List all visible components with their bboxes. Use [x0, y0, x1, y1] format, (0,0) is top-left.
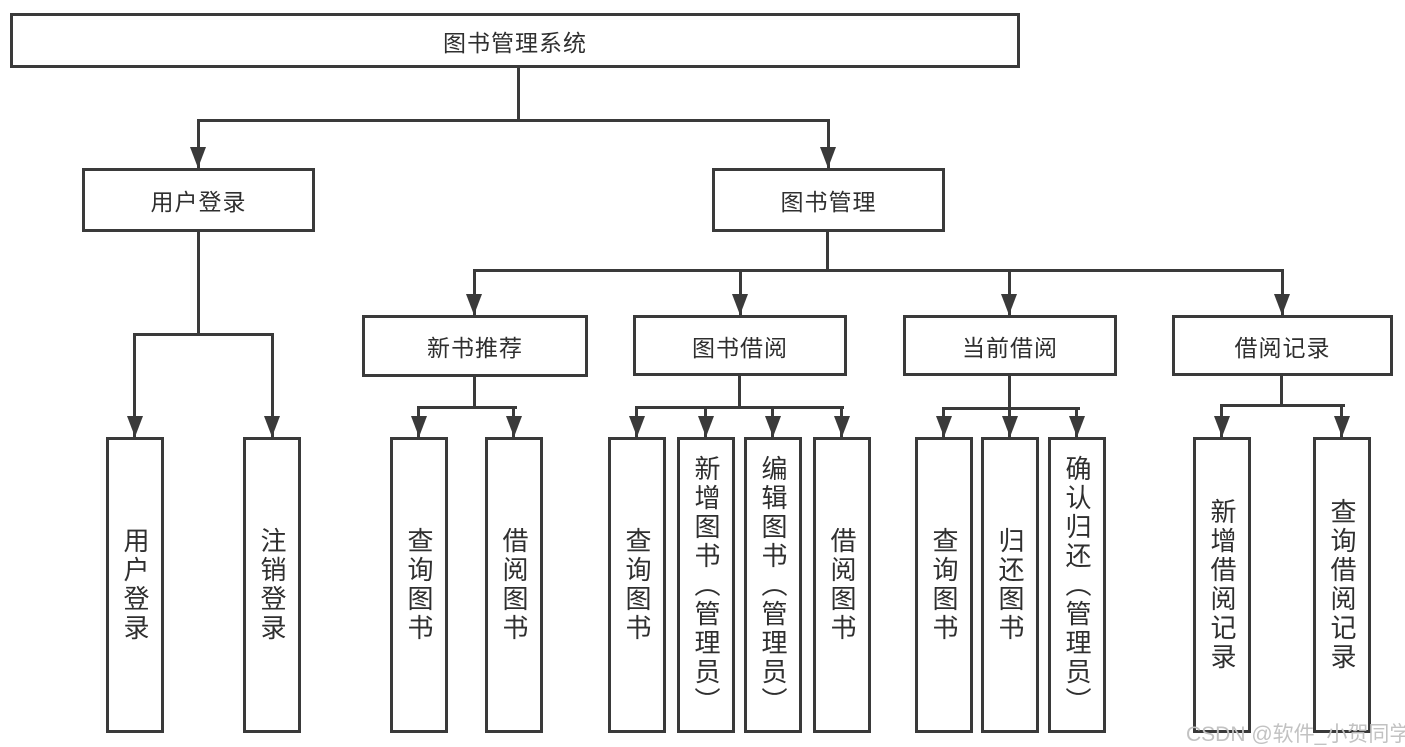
connector-line	[197, 232, 200, 336]
connector-line	[739, 269, 742, 315]
arrowhead	[1214, 416, 1230, 437]
arrowhead	[820, 147, 836, 168]
node-current-borrow-label: 当前借阅	[962, 334, 1058, 361]
leaf-query-books-current-label: 查询图书	[929, 527, 959, 643]
connector-line	[473, 269, 1284, 272]
arrowhead	[127, 416, 143, 437]
arrowhead	[765, 416, 781, 437]
connector-line	[1008, 269, 1011, 315]
leaf-borrow-books-recommend: 借阅图书	[485, 437, 543, 733]
node-new-book-recommend-label: 新书推荐	[427, 335, 523, 361]
connector-line	[133, 333, 274, 336]
arrowhead	[698, 416, 714, 437]
node-borrow-records-label: 借阅记录	[1234, 334, 1331, 361]
leaf-add-books-admin-label: 新增图书（管理员）	[691, 454, 721, 716]
arrowhead	[466, 294, 482, 315]
arrowhead	[936, 416, 952, 437]
leaf-add-borrow-record: 新增借阅记录	[1193, 437, 1251, 733]
connector-line	[197, 119, 200, 168]
connector-line	[1280, 376, 1283, 407]
arrowhead	[834, 416, 850, 437]
leaf-query-books-borrow-label: 查询图书	[622, 527, 652, 643]
leaf-logout: 注销登录	[243, 437, 301, 733]
leaf-query-borrow-record: 查询借阅记录	[1313, 437, 1371, 733]
leaf-confirm-return-admin-label: 确认归还（管理员）	[1062, 454, 1092, 716]
node-root: 图书管理系统	[10, 13, 1020, 68]
connector-line	[1008, 376, 1011, 410]
node-book-borrow: 图书借阅	[633, 315, 847, 376]
leaf-user-login: 用户登录	[106, 437, 164, 733]
leaf-query-books-recommend-label: 查询图书	[404, 527, 434, 643]
arrowhead	[411, 416, 427, 437]
leaf-edit-books-admin: 编辑图书（管理员）	[744, 437, 802, 733]
node-user-login: 用户登录	[82, 168, 315, 232]
arrowhead	[732, 294, 748, 315]
leaf-user-login-label: 用户登录	[120, 527, 150, 643]
connector-line	[1220, 404, 1345, 407]
node-current-borrow: 当前借阅	[903, 315, 1117, 376]
node-new-book-recommend: 新书推荐	[362, 315, 588, 377]
connector-line	[473, 377, 476, 409]
connector-line	[417, 406, 517, 409]
connector-line	[738, 376, 741, 409]
connector-line	[133, 333, 136, 437]
leaf-add-books-admin: 新增图书（管理员）	[677, 437, 735, 733]
node-root-label: 图书管理系统	[443, 29, 587, 56]
leaf-edit-books-admin-label: 编辑图书（管理员）	[758, 454, 788, 716]
node-book-management-label: 图书管理	[780, 189, 877, 215]
leaf-borrow-books-label: 借阅图书	[827, 527, 857, 643]
connector-line	[635, 406, 844, 409]
arrowhead	[264, 416, 280, 437]
leaf-query-books-current: 查询图书	[915, 437, 973, 733]
leaf-query-borrow-record-label: 查询借阅记录	[1327, 498, 1357, 672]
connector-line	[517, 68, 520, 122]
connector-line	[271, 333, 274, 437]
node-borrow-records: 借阅记录	[1172, 315, 1393, 376]
arrowhead	[506, 416, 522, 437]
node-book-management: 图书管理	[712, 168, 945, 232]
connector-line	[827, 119, 830, 168]
arrowhead	[629, 416, 645, 437]
leaf-add-borrow-record-label: 新增借阅记录	[1207, 498, 1237, 672]
arrowhead	[1334, 416, 1350, 437]
csdn-watermark: CSDN @软件_小贺同学	[1186, 723, 1405, 746]
leaf-borrow-books: 借阅图书	[813, 437, 871, 733]
arrowhead	[1069, 416, 1085, 437]
leaf-borrow-books-recommend-label: 借阅图书	[499, 527, 529, 643]
arrowhead	[190, 147, 206, 168]
connector-line	[826, 232, 829, 272]
connector-line	[942, 407, 1080, 410]
connector-line	[197, 119, 830, 122]
arrowhead	[1002, 416, 1018, 437]
connector-line	[473, 269, 476, 315]
leaf-query-books-borrow: 查询图书	[608, 437, 666, 733]
leaf-return-books-label: 归还图书	[995, 527, 1025, 643]
leaf-logout-label: 注销登录	[257, 527, 287, 643]
arrowhead	[1001, 294, 1017, 315]
node-user-login-label: 用户登录	[150, 189, 247, 215]
leaf-query-books-recommend: 查询图书	[390, 437, 448, 733]
leaf-return-books: 归还图书	[981, 437, 1039, 733]
node-book-borrow-label: 图书借阅	[692, 334, 788, 361]
leaf-confirm-return-admin: 确认归还（管理员）	[1048, 437, 1106, 733]
connector-line	[1281, 269, 1284, 315]
arrowhead	[1274, 294, 1290, 315]
